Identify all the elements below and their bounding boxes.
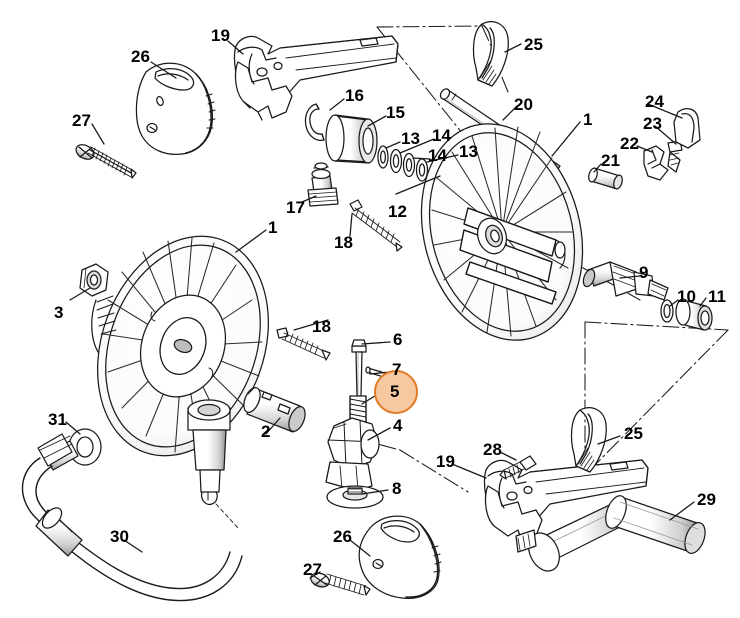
part-3-hex-nut — [79, 263, 109, 297]
part-26-cover-top — [135, 62, 216, 155]
part-25-clip-bottom — [570, 407, 607, 473]
callout-12: 12 — [388, 202, 407, 221]
callout-4: 4 — [393, 416, 403, 435]
part-18-screw-upper — [349, 199, 403, 252]
callout-25: 25 — [524, 35, 543, 54]
part-23-screw — [667, 140, 683, 173]
highlight-ring-part-5 — [374, 370, 418, 414]
callout-29: 29 — [697, 490, 716, 509]
callout-13-b: 13 — [459, 142, 478, 161]
part-26-cover-bottom — [358, 515, 442, 599]
part-4-valve-body — [325, 417, 380, 491]
part-29-crank-handle — [515, 495, 706, 572]
part-19-arm-bottom — [483, 459, 649, 543]
callout-24: 24 — [645, 92, 664, 111]
callout-5-highlighted: 5 — [390, 382, 400, 401]
callout-13-a: 13 — [401, 129, 420, 148]
callout-7: 7 — [392, 360, 402, 379]
callout-19: 19 — [211, 26, 230, 45]
callout-11: 11 — [708, 287, 726, 306]
callout-22: 22 — [620, 134, 639, 153]
callout-16: 16 — [345, 86, 364, 105]
part-8-seal-washer — [326, 485, 384, 509]
callout-2: 2 — [261, 422, 271, 441]
callout-30: 30 — [110, 527, 129, 546]
callout-1-lower: 1 — [268, 218, 278, 237]
part-9-valve-stem — [582, 261, 669, 301]
callout-26: 26 — [131, 47, 150, 66]
part-1-reel-lower — [91, 235, 269, 457]
part-31-washer — [68, 428, 102, 466]
part-22-bracket — [643, 145, 669, 181]
callout-18-lower: 18 — [312, 317, 331, 336]
part-17-fitting — [307, 162, 339, 207]
part-6-bolt — [351, 339, 367, 397]
part-2-spindle — [243, 387, 306, 433]
callout-17: 17 — [286, 198, 305, 217]
callout-18-upper: 18 — [334, 233, 353, 252]
part-30-hose — [21, 399, 243, 602]
part-28-screw — [499, 455, 537, 480]
part-10-oring — [660, 299, 674, 323]
callout-19-lower: 19 — [436, 452, 455, 471]
callout-28: 28 — [483, 440, 502, 459]
part-16-circlip — [304, 103, 325, 142]
part-18-screw-lower — [276, 327, 331, 361]
callout-6: 6 — [393, 330, 403, 349]
part-27-screw-top — [75, 144, 137, 179]
callout-23: 23 — [643, 114, 662, 133]
callout-3: 3 — [54, 303, 64, 322]
callout-27: 27 — [72, 111, 91, 130]
part-21-sleeve — [588, 167, 623, 190]
callout-25-lower: 25 — [624, 424, 643, 443]
callout-14-b: 14 — [428, 146, 447, 165]
part-24-cap — [673, 108, 701, 149]
part-1-reel-upper — [420, 123, 584, 341]
callout-1-upper: 1 — [583, 110, 593, 129]
callout-21: 21 — [601, 151, 620, 170]
callout-20: 20 — [514, 95, 533, 114]
callout-8: 8 — [392, 479, 402, 498]
part-25-clip-top — [472, 21, 509, 87]
callout-10: 10 — [677, 287, 696, 306]
callout-15: 15 — [386, 103, 405, 122]
parts-13-14-orings — [377, 145, 429, 182]
part-27-screw-bottom — [310, 572, 371, 596]
part-15-bushing — [325, 114, 378, 164]
callout-9: 9 — [639, 263, 649, 282]
callout-31: 31 — [48, 410, 67, 429]
part-11-coupling — [675, 298, 713, 331]
callout-14-a: 14 — [432, 126, 451, 145]
leader-lines — [65, 40, 707, 579]
callout-26-lower: 26 — [333, 527, 352, 546]
callout-27-lower: 27 — [303, 560, 322, 579]
